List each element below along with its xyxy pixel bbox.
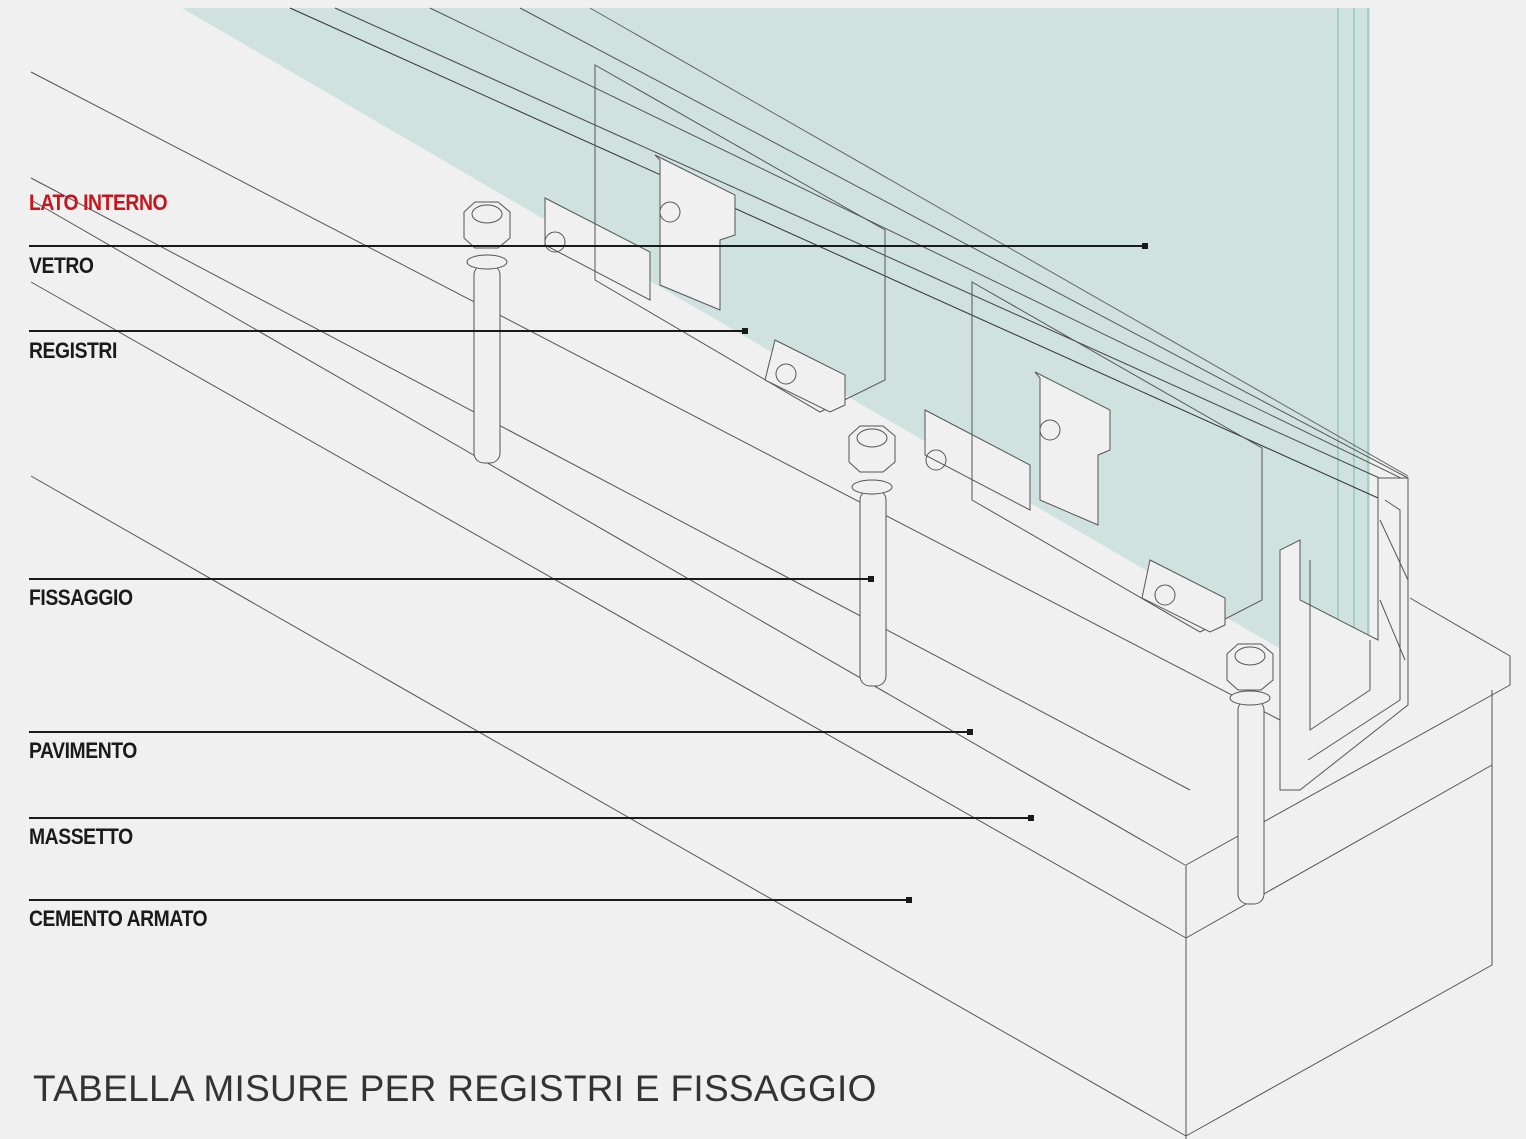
label-vetro: VETRO xyxy=(29,253,94,278)
label-massetto: MASSETTO xyxy=(29,824,133,849)
register-2 xyxy=(924,281,1263,633)
anchor-bolt-2 xyxy=(848,425,896,687)
label-cemento-armato: CEMENTO ARMATO xyxy=(29,906,208,931)
anchor-bolt-3 xyxy=(1226,643,1274,905)
leader-registri xyxy=(29,330,744,332)
aluminium-profile xyxy=(1279,477,1409,791)
leader-dot-massetto xyxy=(1028,815,1034,821)
label-registri: REGISTRI xyxy=(29,338,117,363)
label-pavimento: PAVIMENTO xyxy=(29,738,137,763)
leader-dot-vetro xyxy=(1142,243,1148,249)
leader-dot-fissaggio xyxy=(868,576,874,582)
leader-pavimento xyxy=(29,731,969,733)
leader-dot-registri xyxy=(742,328,748,334)
leader-dot-cemento-armato xyxy=(906,897,912,903)
leader-massetto xyxy=(29,817,1031,819)
leader-cemento-armato xyxy=(29,899,909,901)
label-fissaggio: FISSAGGIO xyxy=(29,585,133,610)
page-title: TABELLA MISURE PER REGISTRI E FISSAGGIO xyxy=(33,1068,877,1109)
leader-dot-pavimento xyxy=(967,729,973,735)
anchor-bolt-1 xyxy=(463,201,511,464)
register-1 xyxy=(544,64,886,413)
label-lato-interno: LATO INTERNO xyxy=(29,190,168,215)
leader-vetro xyxy=(29,245,1144,247)
leader-fissaggio xyxy=(29,578,869,580)
